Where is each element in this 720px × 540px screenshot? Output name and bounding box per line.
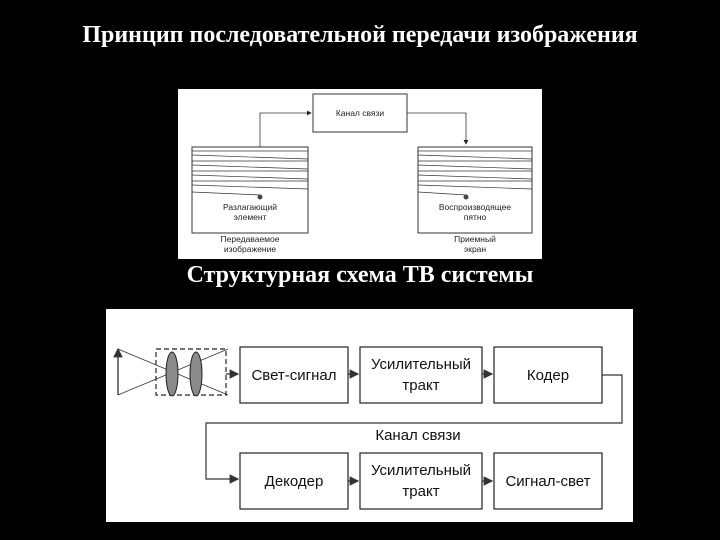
light-signal-block <box>239 346 349 404</box>
left-element-label-line1: Разлагающий <box>223 202 277 212</box>
amplifier-bottom-label-line1: Усилительный <box>371 462 471 479</box>
signal-light-block <box>493 452 603 510</box>
scan-diagram-panel: Канал связи Разлагающий элемент Передава… <box>178 89 542 259</box>
right-connector <box>407 112 469 145</box>
left-scan-lines <box>191 150 309 196</box>
left-caption-line2: изображение <box>224 244 276 254</box>
page-title: Принцип последовательной передачи изобра… <box>82 22 638 48</box>
scan-diagram: Канал связи Разлагающий элемент Передава… <box>191 93 533 254</box>
reproducing-spot-dot <box>463 194 469 200</box>
amplifier-top-label-line1: Усилительный <box>371 356 471 373</box>
amplifier-bottom-label-line2: тракт <box>402 483 439 500</box>
lens-1 <box>165 351 179 397</box>
right-element-label-line2: пятно <box>464 212 487 222</box>
right-element-label-line1: Воспроизводящее <box>439 202 511 212</box>
left-caption-line1: Передаваемое <box>221 234 280 244</box>
scanning-element-dot <box>257 194 263 200</box>
coder-label: Кодер <box>527 367 569 384</box>
decoder-label: Декодер <box>265 473 324 490</box>
right-caption-line2: экран <box>464 244 487 254</box>
coder-block <box>493 346 603 404</box>
signal-light-label: Сигнал-свет <box>505 473 590 490</box>
channel-connector <box>205 374 623 484</box>
block-diagram: Свет-сигнал Усилительный тракт Кодер Кан… <box>113 346 623 510</box>
decoder-block <box>239 452 349 510</box>
amplifier-bottom-block <box>359 452 483 510</box>
right-scan-lines <box>417 150 533 196</box>
channel-box <box>312 93 408 133</box>
amplifier-top-block <box>359 346 483 404</box>
channel-label: Канал связи <box>375 427 460 444</box>
lens-2 <box>189 351 203 397</box>
light-signal-label: Свет-сигнал <box>251 367 336 384</box>
right-caption-line1: Приемный <box>454 234 496 244</box>
channel-label: Канал связи <box>336 108 385 118</box>
block-diagram-panel: Свет-сигнал Усилительный тракт Кодер Кан… <box>106 309 633 522</box>
amplifier-top-label-line2: тракт <box>402 377 439 394</box>
optics-housing <box>155 348 227 396</box>
left-element-label-line2: элемент <box>234 212 267 222</box>
section-subtitle: Структурная схема ТВ системы <box>186 262 534 288</box>
